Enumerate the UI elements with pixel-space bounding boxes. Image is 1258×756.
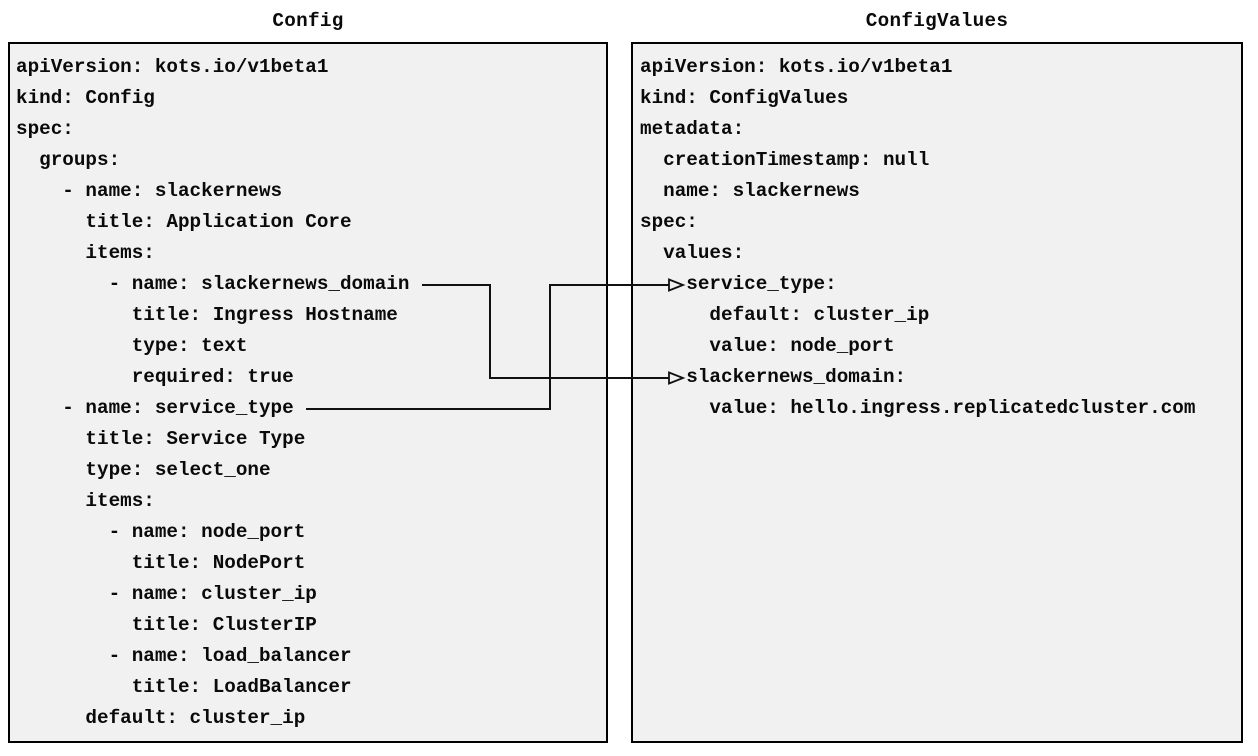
config-yaml-code: apiVersion: kots.io/v1beta1 kind: Config s… [10,44,606,734]
config-panel: apiVersion: kots.io/v1beta1 kind: Config s… [8,42,608,743]
yaml-line: slackernews_domain: [640,366,907,388]
yaml-line: service_type: [640,273,837,295]
yaml-line: items: [16,242,155,264]
yaml-line: creationTimestamp: null [640,149,930,171]
yaml-line: spec: [16,118,74,140]
yaml-line: spec: [640,211,698,233]
yaml-line: apiVersion: kots.io/v1beta1 [640,56,953,78]
configvalues-panel: apiVersion: kots.io/v1beta1 kind: ConfigV… [631,42,1243,743]
yaml-line: default: cluster_ip [640,304,930,326]
configvalues-yaml-code: apiVersion: kots.io/v1beta1 kind: ConfigV… [633,44,1241,424]
yaml-line: value: hello.ingress.replicatedcluster.c… [640,397,1196,419]
yaml-line: - name: load_balancer [16,645,352,667]
yaml-line: value: node_port [640,335,895,357]
yaml-line: title: NodePort [16,552,306,574]
yaml-line: type: select_one [16,459,271,481]
yaml-line: type: text [16,335,248,357]
yaml-line: kind: Config [16,87,155,109]
yaml-line: - name: slackernews [16,180,283,202]
yaml-line: - name: cluster_ip [16,583,317,605]
yaml-line: title: Ingress Hostname [16,304,398,326]
yaml-line: title: LoadBalancer [16,676,352,698]
yaml-line: required: true [16,366,294,388]
yaml-line: apiVersion: kots.io/v1beta1 [16,56,329,78]
yaml-line: metadata: [640,118,745,140]
yaml-line: items: [16,490,155,512]
yaml-line: - name: service_type [16,397,294,419]
configvalues-panel-title: ConfigValues [865,10,1009,32]
yaml-line: kind: ConfigValues [640,87,849,109]
yaml-line: - name: node_port [16,521,306,543]
yaml-line: groups: [16,149,121,171]
yaml-line: values: [640,242,745,264]
yaml-line: title: Service Type [16,428,306,450]
yaml-line: title: Application Core [16,211,352,233]
config-panel-title: Config [272,10,344,32]
yaml-line: - name: slackernews_domain [16,273,410,295]
yaml-line: title: ClusterIP [16,614,317,636]
yaml-line: name: slackernews [640,180,860,202]
yaml-line: default: cluster_ip [16,707,306,729]
